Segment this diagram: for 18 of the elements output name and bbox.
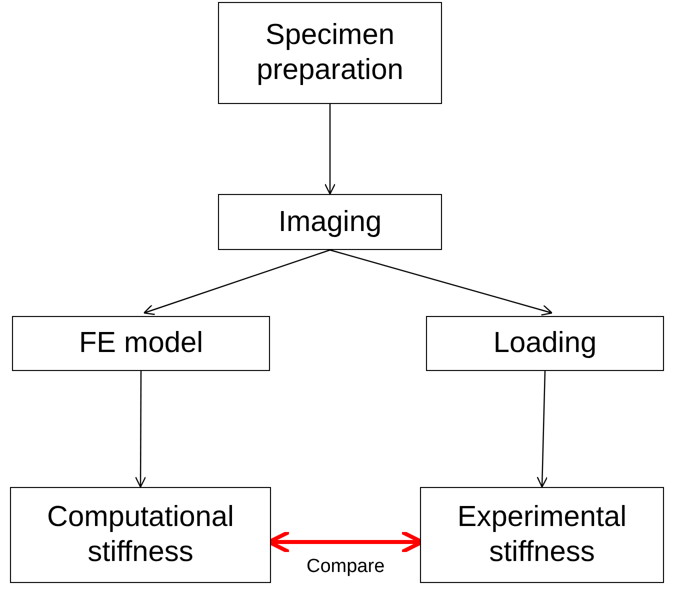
arrow bbox=[324, 104, 336, 195]
process-box bbox=[218, 194, 442, 250]
box-label: Loading bbox=[493, 326, 597, 361]
process-box bbox=[218, 2, 442, 104]
process-box bbox=[10, 487, 271, 583]
box-label: Imaging bbox=[278, 204, 382, 240]
box-label: Experimental stiffness bbox=[456, 500, 628, 570]
box-label: FE model bbox=[78, 326, 204, 361]
arrow bbox=[330, 249, 553, 316]
box-label: Specimen preparation bbox=[256, 18, 404, 88]
arrow bbox=[134, 371, 146, 488]
arrow bbox=[536, 370, 548, 488]
box-label: Computational stiffness bbox=[46, 500, 235, 570]
process-box bbox=[426, 316, 664, 371]
process-box bbox=[12, 316, 270, 371]
edge-label: Compare bbox=[304, 556, 387, 578]
process-box bbox=[420, 487, 664, 583]
arrow bbox=[143, 249, 330, 316]
